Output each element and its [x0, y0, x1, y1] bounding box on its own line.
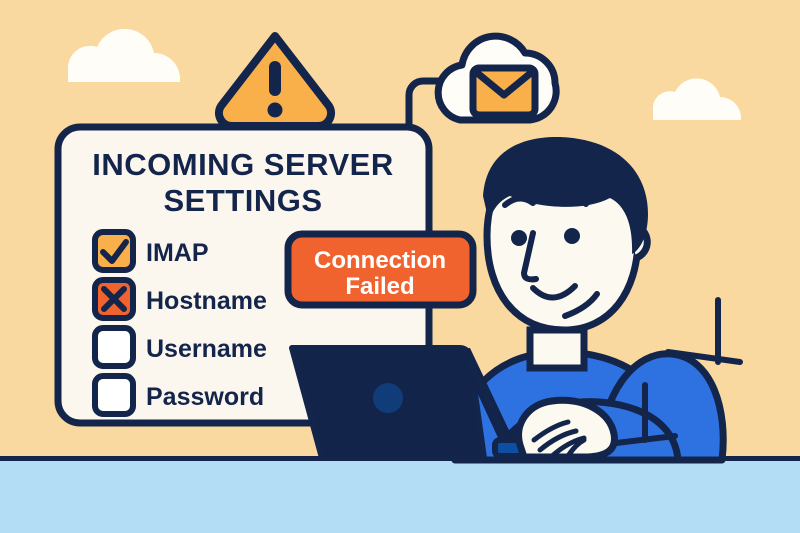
laptop-logo: [373, 383, 403, 413]
badge-label-line2: Failed: [345, 273, 414, 300]
eye-left: [511, 230, 527, 246]
cross-icon: [101, 286, 127, 312]
finger-line-1: [531, 419, 571, 443]
mouth: [530, 283, 578, 301]
thumb-line: [565, 437, 587, 459]
envelope-icon: [469, 64, 539, 119]
panel-to-cloud-connector: [405, 77, 474, 254]
checkbox-username[interactable]: [92, 325, 136, 369]
sleeve-fold-line-2: [605, 433, 678, 447]
checkbox-row-username[interactable]: Username: [92, 325, 267, 369]
panel-title-line2: SETTINGS: [163, 183, 322, 218]
checkbox-password[interactable]: [92, 373, 136, 417]
panel-title-line1: INCOMING SERVER: [92, 147, 393, 182]
eyebrow-right: [553, 194, 589, 207]
badge-background: [284, 230, 477, 309]
checkbox-row-hostname[interactable]: Hostname: [92, 277, 267, 321]
laptop-hinge-line: [462, 349, 513, 450]
eye-right: [564, 228, 580, 244]
checkbox-label-imap: IMAP: [146, 239, 209, 267]
checkbox-row-password[interactable]: Password: [92, 373, 264, 417]
check-icon: [100, 239, 129, 264]
warning-exclamation-bar: [269, 61, 281, 96]
checkbox-label-hostname: Hostname: [146, 287, 267, 315]
chin-line: [562, 291, 600, 319]
decorative-cloud-icon-left: [67, 28, 180, 82]
envelope-flap: [472, 68, 536, 99]
decorative-cloud-icon-right: [652, 78, 741, 120]
checkbox-label-password: Password: [146, 383, 264, 411]
checkbox-row-imap[interactable]: IMAP: [92, 229, 209, 273]
person-hand: [515, 396, 618, 461]
nose: [521, 230, 539, 283]
desk-surface: [0, 460, 800, 533]
finger-line-2: [537, 428, 579, 453]
warning-exclamation-dot: [267, 102, 283, 118]
sleeve-fold-line-4: [665, 349, 743, 365]
badge-label-line1: Connection: [314, 247, 446, 274]
eyebrow-left: [502, 195, 536, 208]
checkbox-label-username: Username: [146, 335, 267, 363]
